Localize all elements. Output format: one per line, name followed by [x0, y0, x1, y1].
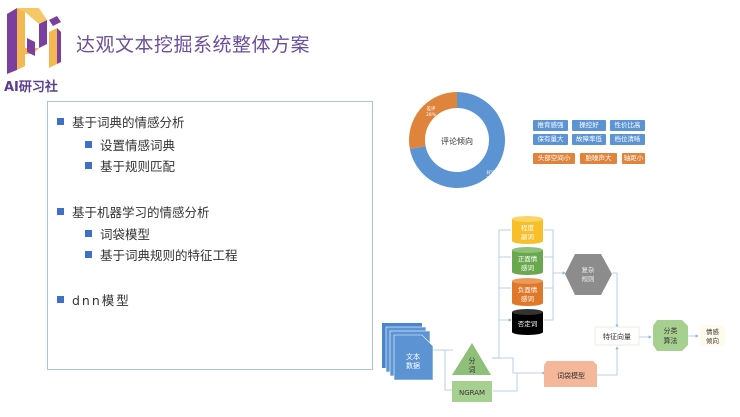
review-donut-chart: 评论倾向 好评 72% 差评 28%: [409, 92, 505, 188]
connectors: [433, 229, 699, 392]
svg-text:文本: 文本: [406, 352, 420, 361]
positive-tag: 性价比高: [610, 120, 645, 131]
svg-text:分: 分: [469, 356, 476, 365]
svg-text:特征向量: 特征向量: [603, 332, 631, 341]
outline-item: 基于词典规则的特征工程: [85, 245, 238, 264]
outline-item: 设置情感词典: [85, 135, 175, 154]
negative-sentiment-db: 负面情 感词: [512, 278, 543, 306]
complex-rules-hexagon: 复杂 规则: [565, 254, 612, 295]
text-data-documents: 文本 数据: [382, 323, 434, 381]
classifier-octagon: 分类 算法: [653, 320, 688, 351]
bullet-icon: [85, 141, 92, 148]
svg-text:算法: 算法: [664, 336, 678, 345]
bag-of-words-box: 词袋模型: [544, 361, 597, 387]
page-title: 达观文本挖掘系统整体方案: [76, 34, 311, 56]
outline-item: 基于词典的情感分析: [57, 112, 185, 131]
positive-tag: 推背感强: [533, 120, 568, 131]
svg-text:否定词: 否定词: [518, 319, 538, 328]
negative-tag: 头部空间小: [533, 153, 575, 164]
positive-sentiment-db: 正面情 感词: [512, 247, 543, 275]
bullet-icon: [85, 251, 92, 258]
donut-slice-positive: [409, 92, 505, 188]
svg-text:复杂: 复杂: [582, 265, 596, 274]
ngram-box: NGRAM: [452, 381, 492, 402]
segmentation-triangle: 分 词: [452, 343, 491, 375]
outline-item: 基于规则匹配: [85, 156, 175, 175]
svg-text:感词: 感词: [521, 263, 534, 272]
svg-text:情感: 情感: [706, 327, 720, 336]
positive-tag: 保有量大: [533, 134, 568, 145]
svg-text:分类: 分类: [664, 326, 678, 335]
svg-text:副词: 副词: [521, 232, 534, 241]
svg-text:NGRAM: NGRAM: [459, 389, 485, 397]
sentiment-output: 情感 倾向: [700, 325, 725, 346]
svg-text:负面情: 负面情: [518, 285, 538, 294]
negative-tag: 胎噪声大: [580, 153, 617, 164]
outline-item: dnn模型: [57, 290, 131, 309]
bullet-icon: [85, 230, 92, 237]
svg-text:感词: 感词: [521, 294, 534, 303]
slice-label-positive: 好评: [487, 169, 496, 176]
positive-tag: 故障率低: [572, 134, 606, 145]
negation-word-db: 否定词: [512, 309, 543, 335]
outline-box: 基于词典的情感分析 设置情感词典 基于规则匹配 基于机器学习的情感分析 词袋模型…: [47, 101, 373, 370]
bullet-icon: [85, 162, 92, 169]
svg-text:词袋模型: 词袋模型: [557, 371, 585, 380]
donut-slice-negative: [409, 92, 457, 149]
brand-name: AI研习社: [4, 80, 58, 95]
degree-adverb-db: 程度 副词: [512, 216, 543, 244]
positive-tag: 档位清晰: [610, 134, 645, 145]
donut-center-label: 评论倾向: [441, 136, 473, 146]
svg-text:数据: 数据: [406, 361, 420, 370]
outline-item: 词袋模型: [85, 224, 150, 243]
positive-tag: 操控好: [572, 120, 606, 131]
negative-tag: 轴距小: [622, 153, 645, 164]
bullet-icon: [57, 118, 64, 125]
svg-text:规则: 规则: [582, 274, 595, 283]
svg-text:正面情: 正面情: [518, 254, 538, 263]
slice-percent-negative: 28%: [426, 112, 437, 118]
bullet-icon: [57, 208, 64, 215]
svg-text:倾向: 倾向: [706, 336, 719, 345]
ai-yanxishe-logo: [7, 8, 61, 74]
feature-vector-box: 特征向量: [594, 326, 640, 346]
bullet-icon: [57, 296, 64, 303]
svg-text:程度: 程度: [521, 223, 535, 232]
text-mining-flow-diagram: 文本 数据 分 词 NGRAM 程度 副词 正面情 感词 负面情 感词 否定词 …: [382, 216, 725, 402]
svg-text:词: 词: [469, 366, 476, 374]
outline-item: 基于机器学习的情感分析: [57, 202, 210, 221]
slice-percent-positive: 72%: [486, 176, 497, 182]
slice-label-negative: 差评: [427, 105, 436, 112]
